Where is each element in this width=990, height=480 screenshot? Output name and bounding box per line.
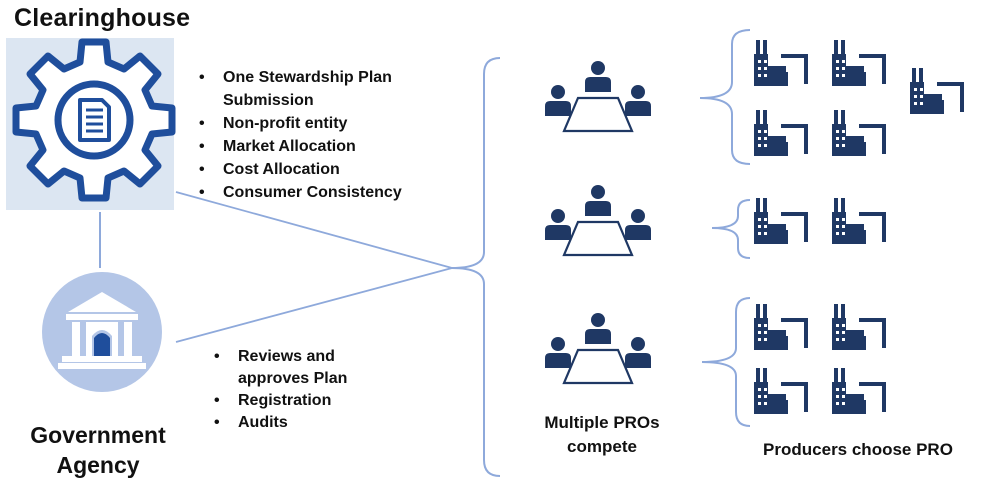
factory-icon <box>752 108 808 158</box>
factory-icon <box>752 302 808 352</box>
factory-icon <box>752 366 808 416</box>
duty-item-continuation: approves Plan <box>238 370 348 387</box>
agency-title-line: Government <box>30 422 166 448</box>
factory-icon <box>752 196 808 246</box>
agency-duties: Reviews and approves Plan Registration A… <box>208 346 347 434</box>
duty-item: One Stewardship Plan <box>193 66 402 89</box>
gear-document-icon <box>12 38 176 202</box>
producers-label: Producers choose PRO <box>763 440 953 459</box>
pro-meeting-icon-3 <box>545 313 651 383</box>
factory-icon <box>908 66 964 116</box>
connector-clearinghouse <box>175 191 453 269</box>
factory-icon <box>830 196 886 246</box>
factory-icon <box>830 366 886 416</box>
factory-icon <box>830 108 886 158</box>
pro-bracket <box>451 57 501 477</box>
duty-item: Audits <box>208 412 347 434</box>
agency-title: Government Agency <box>0 420 196 480</box>
producer-bracket-3 <box>701 297 751 427</box>
factory-icon <box>830 38 886 88</box>
clearinghouse-title: Clearinghouse <box>14 4 191 32</box>
factory-icon <box>752 38 808 88</box>
pro-meeting-icon-2 <box>545 185 651 255</box>
duty-item: Reviews and <box>208 346 347 368</box>
duty-item: Market Allocation <box>193 135 402 158</box>
duty-item: Consumer Consistency <box>193 181 402 204</box>
pro-meeting-icon-1 <box>545 61 651 131</box>
pros-label-line: compete <box>567 437 637 456</box>
duty-item-continuation: Submission <box>223 92 314 109</box>
factory-icon <box>830 302 886 352</box>
government-building-icon <box>42 272 162 392</box>
pros-label-line: Multiple PROs <box>544 413 660 432</box>
producer-bracket-1 <box>699 29 751 165</box>
connector-agency <box>175 267 453 343</box>
pros-label: Multiple PROs compete <box>512 411 692 459</box>
duty-item: Cost Allocation <box>193 158 402 181</box>
duty-item: Non-profit entity <box>193 112 402 135</box>
duty-item: Registration <box>208 390 347 412</box>
clearinghouse-duties: One Stewardship Plan Submission Non-prof… <box>193 66 402 204</box>
producer-bracket-2 <box>711 199 751 259</box>
agency-title-line: Agency <box>56 452 140 478</box>
